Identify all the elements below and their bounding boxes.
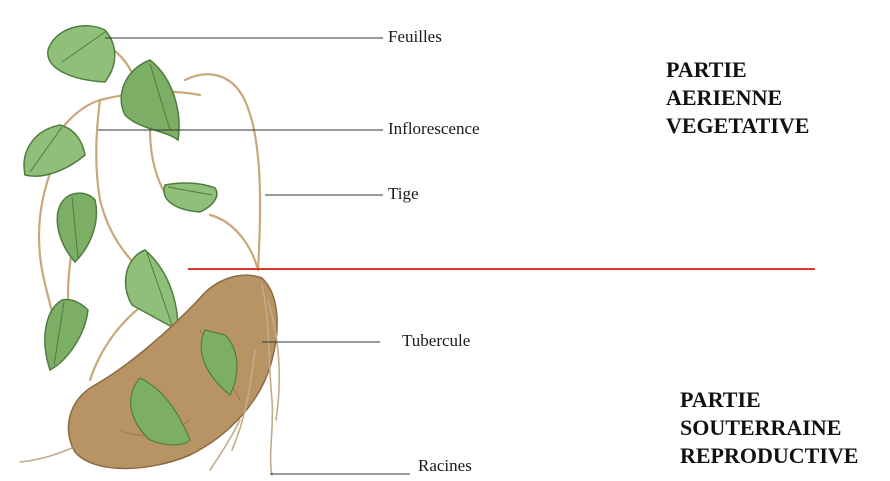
leaf — [121, 60, 179, 140]
partie-souterraine-title: PARTIE SOUTERRAINE REPRODUCTIVE — [680, 386, 858, 470]
leaf — [164, 183, 217, 212]
leaf — [24, 125, 85, 176]
leaf — [57, 193, 96, 262]
label-feuilles: Feuilles — [388, 27, 442, 47]
label-inflorescence: Inflorescence — [388, 119, 480, 139]
partie-aerienne-title: PARTIE AERIENNE VEGETATIVE — [666, 56, 809, 140]
leaf — [126, 250, 178, 330]
partie-souterraine-line1: PARTIE — [680, 386, 858, 414]
leaf — [48, 26, 115, 82]
label-racines: Racines — [418, 456, 472, 476]
partie-aerienne-line3: VEGETATIVE — [666, 112, 809, 140]
partie-aerienne-line2: AERIENNE — [666, 84, 809, 112]
partie-souterraine-line2: SOUTERRAINE — [680, 414, 858, 442]
label-tige: Tige — [388, 184, 419, 204]
partie-aerienne-line1: PARTIE — [666, 56, 809, 84]
partie-souterraine-line3: REPRODUCTIVE — [680, 442, 858, 470]
label-tubercule: Tubercule — [402, 331, 470, 351]
leaf — [45, 299, 88, 370]
